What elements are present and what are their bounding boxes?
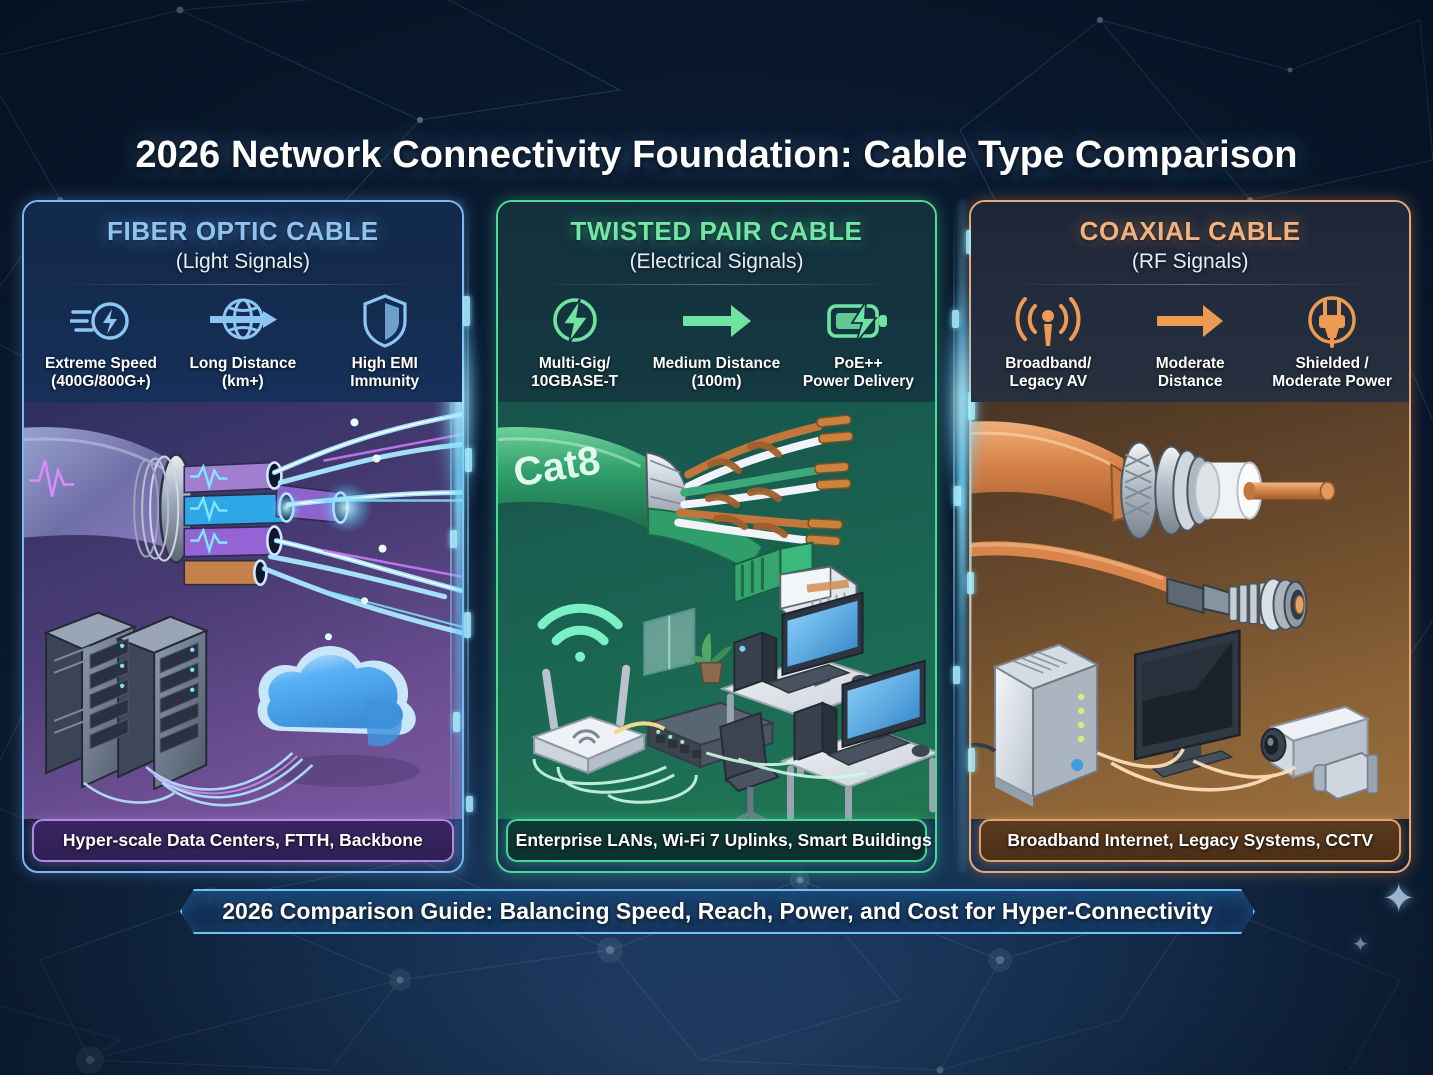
panel-header-coax: COAXIAL CABLE (RF Signals)	[971, 202, 1410, 285]
globe-arrow-icon	[174, 293, 312, 349]
header-divider-coax	[1003, 284, 1378, 285]
header-divider-twisted	[529, 284, 904, 285]
panel-subtitle-fiber: (Light Signals)	[175, 250, 310, 273]
feature-poe-power: PoE++ Power Delivery	[787, 293, 929, 392]
feature-label: Multi-Gig/ 10GBASE-T	[531, 355, 619, 391]
bottom-banner: 2026 Comparison Guide: Balancing Speed, …	[180, 889, 1255, 934]
power-plug-icon	[1263, 293, 1401, 349]
feature-moderate-distance: Moderate Distance	[1119, 293, 1261, 392]
feature-medium-distance: Medium Distance (100m)	[646, 293, 788, 392]
feature-label: PoE++ Power Delivery	[802, 355, 914, 391]
feature-long-distance: Long Distance (km+)	[172, 293, 314, 392]
speed-meter-icon	[32, 293, 170, 349]
panel-title-fiber: FIBER OPTIC CABLE	[107, 216, 379, 246]
panel-subtitle-coax: (RF Signals)	[1131, 250, 1249, 273]
fiber-optic-cable-illustration	[24, 401, 462, 819]
panel-header-fiber: FIBER OPTIC CABLE (Light Signals)	[24, 202, 462, 285]
panel-twisted-pair[interactable]: TWISTED PAIR CABLE (Electrical Signals) …	[495, 200, 938, 873]
feature-shielded-power: Shielded / Moderate Power	[1261, 293, 1403, 392]
feature-emi-immunity: High EMI Immunity	[314, 293, 456, 392]
broadcast-signal-icon	[979, 293, 1117, 349]
battery-charge-icon	[789, 293, 927, 349]
shield-icon	[316, 293, 454, 349]
twisted-pair-cable-illustration: Cat8	[497, 401, 936, 819]
page-title: 2026 Network Connectivity Foundation: Ca…	[135, 134, 1298, 176]
arrow-right-icon	[648, 293, 786, 349]
feature-broadband-legacy: Broadband/ Legacy AV	[977, 293, 1119, 392]
panel-footer-coax: Broadband Internet, Legacy Systems, CCTV	[979, 819, 1402, 862]
coaxial-cable-illustration	[971, 401, 1410, 819]
panel-header-twisted: TWISTED PAIR CABLE (Electrical Signals)	[497, 202, 936, 285]
feature-row-twisted: Multi-Gig/ 10GBASE-T Medium Distance (10…	[497, 285, 936, 402]
panel-subtitle-twisted: (Electrical Signals)	[629, 250, 804, 273]
feature-label: Long Distance (km+)	[189, 355, 297, 391]
feature-label: Shielded / Moderate Power	[1272, 355, 1392, 391]
feature-label: High EMI Immunity	[350, 355, 420, 391]
feature-label: Extreme Speed (400G/800G+)	[44, 355, 157, 391]
lightning-bolt-icon	[506, 293, 644, 349]
panel-grid: FIBER OPTIC CABLE (Light Signals) Extrem…	[22, 200, 1412, 873]
arrow-right-icon	[1121, 293, 1259, 349]
banner-text: 2026 Comparison Guide: Balancing Speed, …	[222, 898, 1213, 924]
feature-multi-gig: Multi-Gig/ 10GBASE-T	[504, 293, 646, 392]
feature-row-fiber: Extreme Speed (400G/800G+)	[24, 285, 462, 402]
feature-row-coax: Broadband/ Legacy AV Moderate Distance	[971, 285, 1410, 402]
feature-label: Medium Distance (100m)	[652, 355, 781, 391]
panel-coaxial[interactable]: COAXIAL CABLE (RF Signals) Broadband/ L	[969, 200, 1412, 873]
header-divider-fiber	[56, 284, 430, 285]
panel-footer-twisted: Enterprise LANs, Wi-Fi 7 Uplinks, Smart …	[505, 819, 932, 862]
panel-title-twisted: TWISTED PAIR CABLE	[570, 216, 863, 246]
panel-footer-fiber: Hyper-scale Data Centers, FTTH, Backbone	[32, 819, 454, 862]
feature-label: Moderate Distance	[1155, 355, 1225, 391]
panel-title-coax: COAXIAL CABLE	[1079, 216, 1301, 246]
feature-label: Broadband/ Legacy AV	[1005, 355, 1092, 391]
feature-extreme-speed: Extreme Speed (400G/800G+)	[30, 293, 172, 392]
panel-fiber-optic[interactable]: FIBER OPTIC CABLE (Light Signals) Extrem…	[22, 200, 464, 873]
